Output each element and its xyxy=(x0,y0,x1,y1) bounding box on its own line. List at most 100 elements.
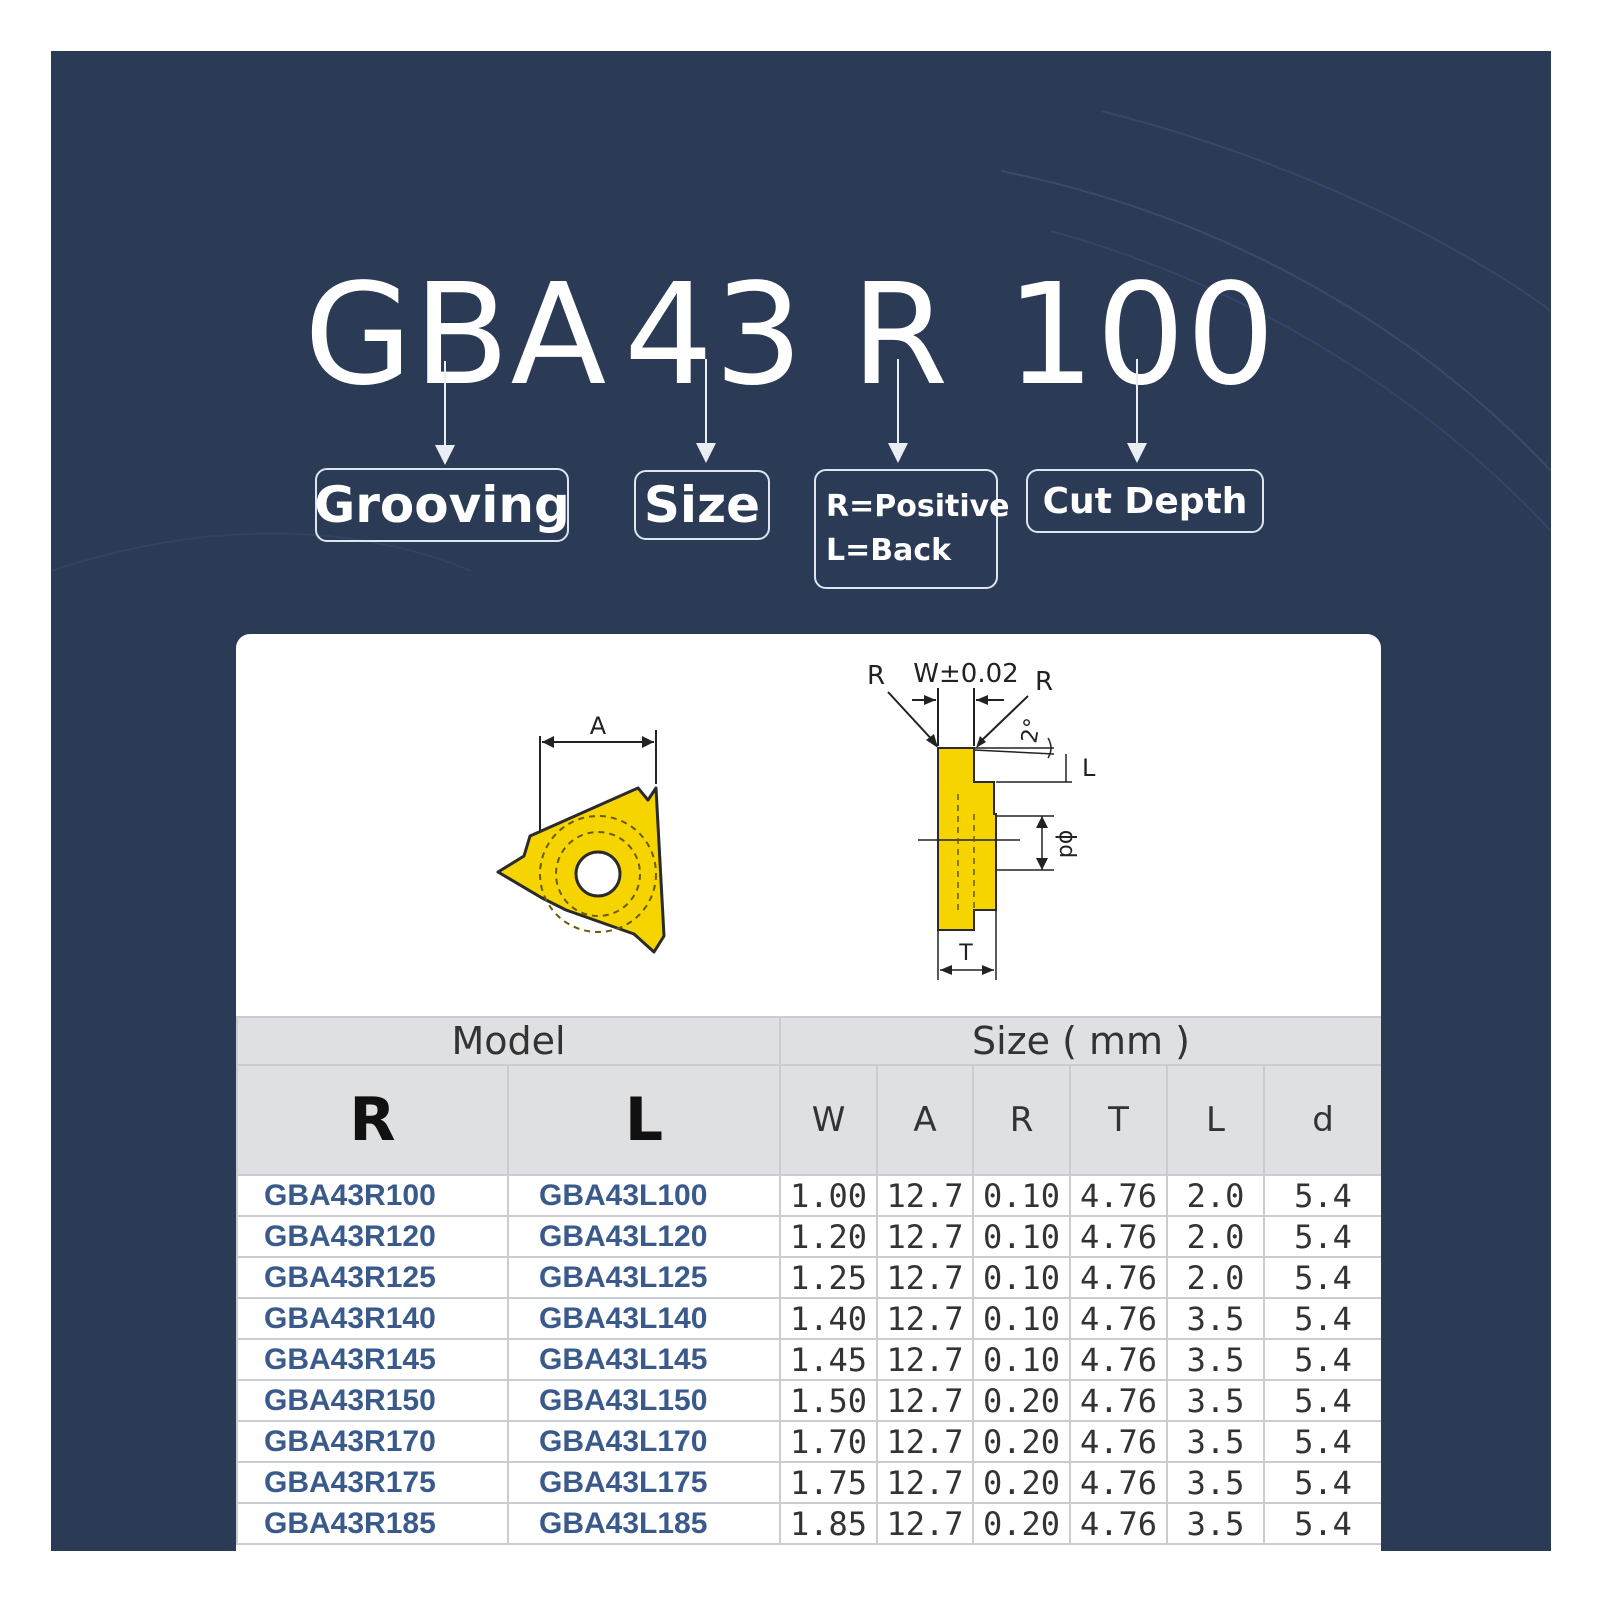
d-cell: 5.4 xyxy=(1263,1297,1381,1340)
code-series: GBA xyxy=(304,254,608,417)
side-angle-label: 2° xyxy=(1017,716,1046,745)
w-cell: 1.40 xyxy=(779,1297,878,1340)
spec-card: A R W±0.02 R 2° xyxy=(236,634,1381,1551)
w-cell: 1.70 xyxy=(779,1420,878,1463)
dim-a-label: A xyxy=(590,712,607,740)
r-cell: 0.20 xyxy=(972,1461,1071,1504)
d-cell: 5.4 xyxy=(1263,1502,1381,1545)
model-l-cell: GBA43L170 xyxy=(507,1420,781,1463)
model-r-cell: GBA43R175 xyxy=(236,1461,509,1504)
header-size: Size ( mm ) xyxy=(779,1016,1381,1066)
d-cell: 5.4 xyxy=(1263,1420,1381,1463)
w-cell: 1.00 xyxy=(779,1174,878,1217)
header-a: A xyxy=(876,1064,974,1176)
l-cell: 3.5 xyxy=(1166,1461,1265,1504)
header-model: Model xyxy=(236,1016,781,1066)
table-row: GBA43R170 GBA43L170 1.70 12.7 0.20 4.76 … xyxy=(236,1420,1381,1463)
r-cell: 0.20 xyxy=(972,1420,1071,1463)
r-cell: 0.10 xyxy=(972,1174,1071,1217)
r-cell: 0.10 xyxy=(972,1338,1071,1381)
model-r-cell: GBA43R185 xyxy=(236,1502,509,1545)
a-cell: 12.7 xyxy=(876,1174,974,1217)
insert-diagram: A R W±0.02 R 2° xyxy=(496,659,1096,980)
d-cell: 5.4 xyxy=(1263,1338,1381,1381)
model-l-cell: GBA43L185 xyxy=(507,1502,781,1545)
spec-table: Model Size ( mm ) R L W A R T L d GBA43R… xyxy=(236,1016,1381,1545)
table-row: GBA43R150 GBA43L150 1.50 12.7 0.20 4.76 … xyxy=(236,1379,1381,1422)
header-w: W xyxy=(779,1064,878,1176)
a-cell: 12.7 xyxy=(876,1256,974,1299)
label-size-text: Size xyxy=(643,476,761,534)
header-t: T xyxy=(1069,1064,1168,1176)
insert-side-view: R W±0.02 R 2° L xyxy=(867,659,1096,980)
model-l-cell: GBA43L150 xyxy=(507,1379,781,1422)
d-cell: 5.4 xyxy=(1263,1461,1381,1504)
side-l-label: L xyxy=(1082,754,1096,782)
model-l-cell: GBA43L175 xyxy=(507,1461,781,1504)
a-cell: 12.7 xyxy=(876,1420,974,1463)
model-r-cell: GBA43R150 xyxy=(236,1379,509,1422)
l-cell: 3.5 xyxy=(1166,1338,1265,1381)
code-depth: 100 xyxy=(1006,254,1277,417)
side-w-label: W±0.02 xyxy=(913,659,1018,689)
table-column-header-row: R L W A R T L d xyxy=(236,1064,1381,1176)
l-cell: 2.0 xyxy=(1166,1256,1265,1299)
r-cell: 0.20 xyxy=(972,1502,1071,1545)
w-cell: 1.25 xyxy=(779,1256,878,1299)
t-cell: 4.76 xyxy=(1069,1338,1168,1381)
l-cell: 2.0 xyxy=(1166,1174,1265,1217)
model-r-cell: GBA43R100 xyxy=(236,1174,509,1217)
side-t-label: T xyxy=(958,941,973,966)
table-row: GBA43R100 GBA43L100 1.00 12.7 0.10 4.76 … xyxy=(236,1174,1381,1217)
model-l-cell: GBA43L140 xyxy=(507,1297,781,1340)
label-cut-depth: Cut Depth xyxy=(1026,469,1264,533)
l-cell: 3.5 xyxy=(1166,1420,1265,1463)
t-cell: 4.76 xyxy=(1069,1215,1168,1258)
r-cell: 0.20 xyxy=(972,1379,1071,1422)
t-cell: 4.76 xyxy=(1069,1461,1168,1504)
table-row: GBA43R120 GBA43L120 1.20 12.7 0.10 4.76 … xyxy=(236,1215,1381,1258)
t-cell: 4.76 xyxy=(1069,1420,1168,1463)
model-l-cell: GBA43L125 xyxy=(507,1256,781,1299)
label-size: Size xyxy=(634,470,770,540)
model-l-cell: GBA43L100 xyxy=(507,1174,781,1217)
label-direction-line2: L=Back xyxy=(826,533,952,568)
l-cell: 3.5 xyxy=(1166,1379,1265,1422)
t-cell: 4.76 xyxy=(1069,1256,1168,1299)
table-row: GBA43R140 GBA43L140 1.40 12.7 0.10 4.76 … xyxy=(236,1297,1381,1340)
header-model-l: L xyxy=(507,1064,781,1176)
model-r-cell: GBA43R125 xyxy=(236,1256,509,1299)
product-spec-panel: GBA 43 R 100 Grooving Size R=Positive L=… xyxy=(51,51,1551,1551)
t-cell: 4.76 xyxy=(1069,1379,1168,1422)
w-cell: 1.20 xyxy=(779,1215,878,1258)
model-r-cell: GBA43R145 xyxy=(236,1338,509,1381)
a-cell: 12.7 xyxy=(876,1338,974,1381)
header-r: R xyxy=(972,1064,1071,1176)
table-row: GBA43R145 GBA43L145 1.45 12.7 0.10 4.76 … xyxy=(236,1338,1381,1381)
side-r-right-label: R xyxy=(1035,667,1053,697)
r-cell: 0.10 xyxy=(972,1256,1071,1299)
model-l-cell: GBA43L145 xyxy=(507,1338,781,1381)
l-cell: 3.5 xyxy=(1166,1502,1265,1545)
label-cut-depth-text: Cut Depth xyxy=(1042,480,1248,522)
t-cell: 4.76 xyxy=(1069,1174,1168,1217)
header-model-r: R xyxy=(236,1064,509,1176)
d-cell: 5.4 xyxy=(1263,1174,1381,1217)
a-cell: 12.7 xyxy=(876,1461,974,1504)
table-group-header-row: Model Size ( mm ) xyxy=(236,1016,1381,1066)
table-row: GBA43R185 GBA43L185 1.85 12.7 0.20 4.76 … xyxy=(236,1502,1381,1545)
side-r-left-label: R xyxy=(867,661,885,691)
label-direction-line1: R=Positive xyxy=(826,489,1010,524)
code-direction: R xyxy=(851,254,950,417)
table-row: GBA43R125 GBA43L125 1.25 12.7 0.10 4.76 … xyxy=(236,1256,1381,1299)
d-cell: 5.4 xyxy=(1263,1256,1381,1299)
t-cell: 4.76 xyxy=(1069,1502,1168,1545)
insert-front-view: A xyxy=(496,712,666,954)
background-swoosh xyxy=(51,110,1551,572)
a-cell: 12.7 xyxy=(876,1215,974,1258)
d-cell: 5.4 xyxy=(1263,1379,1381,1422)
label-grooving: Grooving xyxy=(314,468,570,542)
side-d-label: ϕd xyxy=(1054,830,1079,858)
model-r-cell: GBA43R140 xyxy=(236,1297,509,1340)
r-cell: 0.10 xyxy=(972,1215,1071,1258)
